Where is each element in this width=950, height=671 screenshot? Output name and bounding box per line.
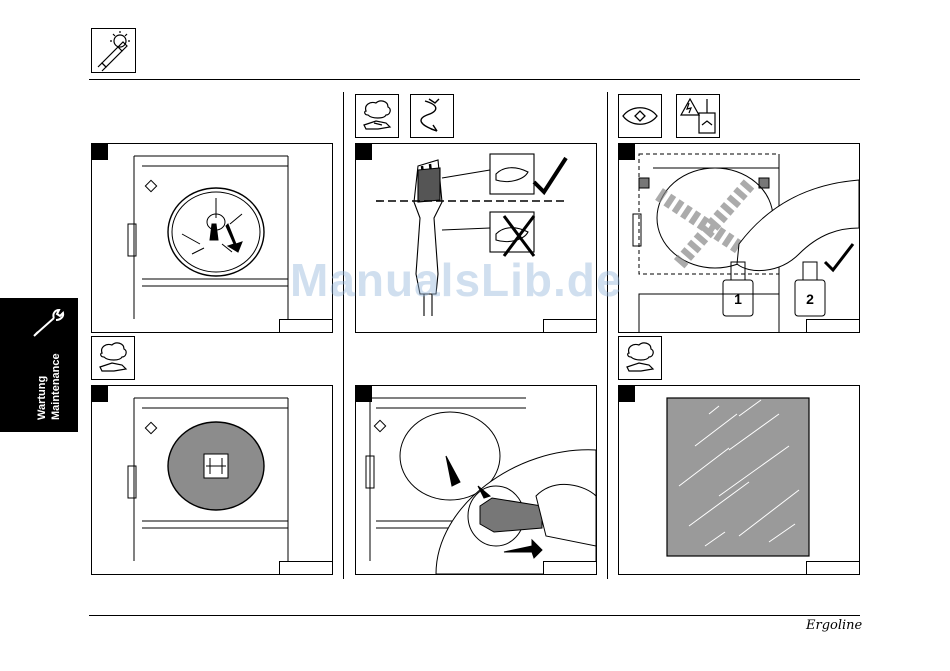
wipe-hand-icon bbox=[91, 336, 135, 380]
brand-logo: Ergoline bbox=[806, 618, 862, 633]
footer-rule bbox=[89, 615, 860, 616]
eye-icon bbox=[618, 94, 662, 138]
column-divider bbox=[607, 92, 608, 579]
step-marker bbox=[619, 386, 635, 402]
sidebar-label-en: Maintenance bbox=[50, 353, 63, 420]
lamp-bulb-icon bbox=[91, 28, 136, 73]
sidebar-label-de: Wartung bbox=[36, 376, 49, 420]
page-tag bbox=[806, 319, 859, 332]
step-marker bbox=[92, 144, 108, 160]
page-tag bbox=[543, 561, 596, 574]
step-marker bbox=[356, 386, 372, 402]
watermark: ManualsLib.de bbox=[290, 253, 622, 307]
step-marker bbox=[92, 386, 108, 402]
step-marker bbox=[356, 144, 372, 160]
column-divider bbox=[343, 92, 344, 579]
page-tag bbox=[279, 561, 332, 574]
page-tag bbox=[279, 319, 332, 332]
step-panel-5 bbox=[355, 385, 597, 575]
step-panel-3: 1 2 bbox=[618, 143, 860, 333]
electric-warning-icon bbox=[676, 94, 720, 138]
header-rule bbox=[89, 79, 860, 80]
wipe-hand-icon bbox=[355, 94, 399, 138]
sidebar-tab: Wartung Maintenance bbox=[0, 298, 78, 432]
page-tag bbox=[806, 561, 859, 574]
sidebar-label: Wartung Maintenance bbox=[0, 298, 78, 432]
step-panel-4 bbox=[91, 385, 333, 575]
bottle-label-2: 2 bbox=[806, 291, 814, 307]
twist-arrow-icon bbox=[410, 94, 454, 138]
step-panel-6 bbox=[618, 385, 860, 575]
wipe-hand-icon bbox=[618, 336, 662, 380]
step-marker bbox=[619, 144, 635, 160]
bottle-label-1: 1 bbox=[734, 291, 742, 307]
page-tag bbox=[543, 319, 596, 332]
